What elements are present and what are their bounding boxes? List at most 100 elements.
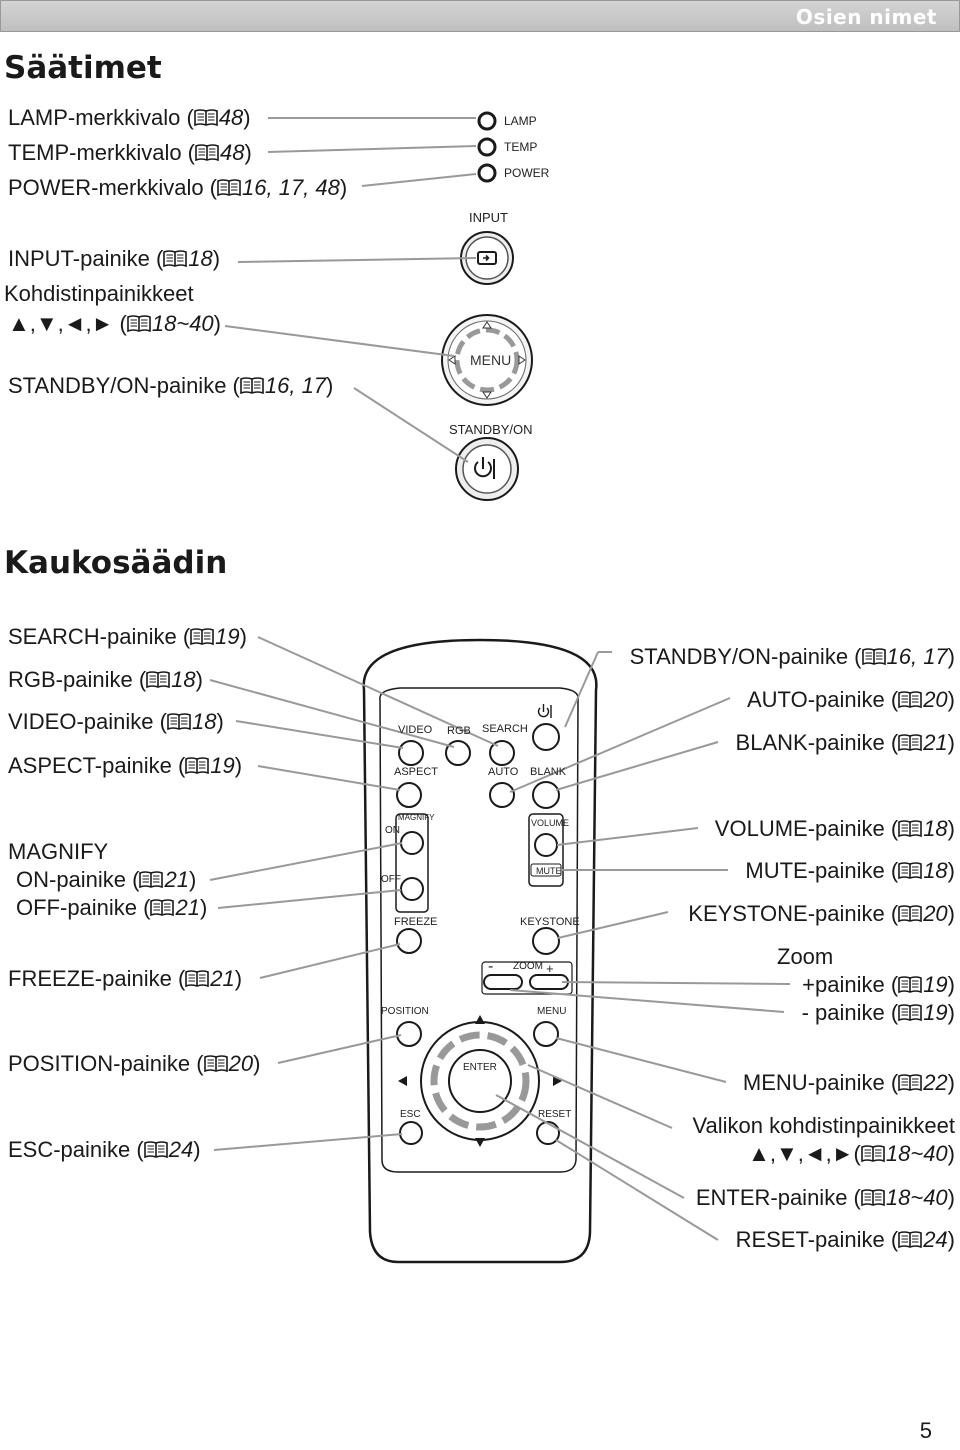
cursor-title-label: Kohdistinpainikkeet: [4, 281, 194, 306]
volume-button-shape: [534, 833, 558, 857]
book-icon: [146, 671, 170, 689]
book-icon: [240, 377, 264, 395]
esc-button-shape: [399, 1121, 423, 1145]
zoom-plus-label: +painike (19): [802, 972, 955, 997]
remote-zoom-text: ZOOM: [513, 961, 543, 972]
aspect-button-shape: [396, 782, 422, 808]
book-icon: [127, 315, 151, 333]
position-button-shape: [396, 1021, 422, 1047]
power-label: POWER-merkkivalo (16, 17, 48): [8, 175, 348, 200]
freeze-label: FREEZE-painike (21): [8, 966, 243, 991]
book-icon: [144, 1141, 168, 1159]
control-panel: [224, 111, 533, 501]
remote-search-text: SEARCH: [482, 723, 528, 735]
menu-label: MENU-painike (22): [742, 1070, 955, 1095]
book-icon: [898, 976, 922, 994]
book-icon: [898, 1004, 922, 1022]
remote-esc-text: ESC: [400, 1109, 421, 1120]
cursor-down-icon: [482, 391, 492, 399]
input-label: INPUT-painike (18): [8, 246, 221, 271]
auto-label: AUTO-painike (20): [746, 687, 955, 712]
rgb-button-shape: [445, 740, 471, 766]
search-label: SEARCH-painike (19): [8, 624, 247, 649]
cursor-right-icon: [518, 355, 526, 365]
valikon-label: Valikon kohdistinpainikkeet: [692, 1113, 955, 1138]
valikon-cursor-label: ▲,▼,◄,►(18~40): [748, 1141, 955, 1166]
standby-label: STANDBY/ON-painike (16, 17): [8, 373, 334, 398]
book-icon: [204, 1055, 228, 1073]
enter-label: ENTER-painike (18~40): [695, 1185, 955, 1210]
volume-label: VOLUME-painike (18): [714, 816, 955, 841]
esc-label: ESC-painike (24): [8, 1137, 201, 1162]
remote-heading: Kaukosäädin: [4, 545, 228, 581]
remote-reset-text: RESET: [538, 1109, 572, 1120]
video-label: VIDEO-painike (18): [8, 709, 224, 734]
zoom-minus-button-shape: [483, 974, 523, 990]
temp-label: TEMP-merkkivalo (48): [8, 140, 252, 165]
rgb-label: RGB-painike (18): [8, 667, 203, 692]
magnify-label: MAGNIFY: [8, 839, 109, 864]
input-button-drawing: [460, 231, 514, 285]
remote-magnify-text: MAGNIFY: [398, 813, 435, 822]
book-icon: [898, 1074, 922, 1092]
header-bar: Osien nimet: [0, 0, 960, 32]
remote-control-drawing: [362, 638, 598, 1264]
cursor-up-icon: [482, 321, 492, 329]
input-icon: [477, 251, 497, 265]
book-icon: [898, 734, 922, 752]
remote-off-text: OFF: [381, 874, 401, 885]
remote-rgb-text: RGB: [447, 725, 471, 737]
book-icon: [150, 899, 174, 917]
freeze-button-shape: [396, 928, 422, 954]
book-icon: [898, 820, 922, 838]
lamp-indicator: [477, 111, 497, 131]
position-label: POSITION-painike (20): [8, 1051, 261, 1076]
cursor-label: ▲,▼,◄,► (18~40): [8, 311, 221, 336]
standby-remote-button-shape: [532, 723, 560, 751]
lamp-label: LAMP-merkkivalo (48): [8, 105, 251, 130]
panel-lamp-text: LAMP: [504, 114, 537, 128]
standby-remote-label: STANDBY/ON-painike (16, 17): [629, 644, 955, 669]
auto-button-shape: [489, 782, 515, 808]
book-icon: [167, 713, 191, 731]
power-indicator: [477, 163, 497, 183]
magnify-off-button-shape: [400, 877, 424, 901]
panel-power-text: POWER: [504, 166, 550, 180]
panel-standby-text: STANDBY/ON: [449, 422, 533, 437]
book-icon: [195, 144, 219, 162]
remote-leader-lines: [209, 636, 791, 1241]
video-button-shape: [398, 740, 424, 766]
remote-auto-text: AUTO: [488, 766, 519, 778]
remote-zoom-minus-text: -: [488, 958, 494, 975]
remote-video-text: VIDEO: [398, 724, 433, 736]
remote-volume-text: VOLUME: [531, 818, 570, 828]
cursor-up-icon: [475, 1015, 485, 1024]
zoom-minus-label: - painike (19): [801, 1000, 955, 1025]
book-icon: [190, 628, 214, 646]
book-icon: [217, 179, 241, 197]
remote-enter-text: ENTER: [463, 1062, 497, 1073]
power-icon: [537, 704, 552, 718]
section-title: Osien nimet: [795, 5, 937, 29]
remote-aspect-text: ASPECT: [394, 766, 439, 778]
reset-label: RESET-painike (24): [735, 1227, 955, 1252]
panel-input-text: INPUT: [469, 210, 508, 225]
menu-remote-button-shape: [533, 1021, 559, 1047]
book-icon: [898, 862, 922, 880]
remote-on-text: ON: [385, 825, 400, 836]
zoom-label: Zoom: [777, 944, 834, 969]
book-icon: [861, 1145, 885, 1163]
magnify-on-button-shape: [400, 831, 424, 855]
book-icon: [898, 905, 922, 923]
remote-cursor-pad: [398, 1015, 562, 1147]
standby-button-drawing: [455, 437, 519, 501]
cursor-left-icon: [448, 355, 456, 365]
book-icon: [185, 970, 209, 988]
panel-menu-text: MENU: [470, 352, 512, 368]
blank-button-shape: [532, 781, 560, 809]
blank-label: BLANK-painike (21): [735, 730, 955, 755]
aspect-label: ASPECT-painike (19): [8, 753, 243, 778]
panel-temp-text: TEMP: [504, 140, 538, 154]
book-icon: [861, 1189, 885, 1207]
